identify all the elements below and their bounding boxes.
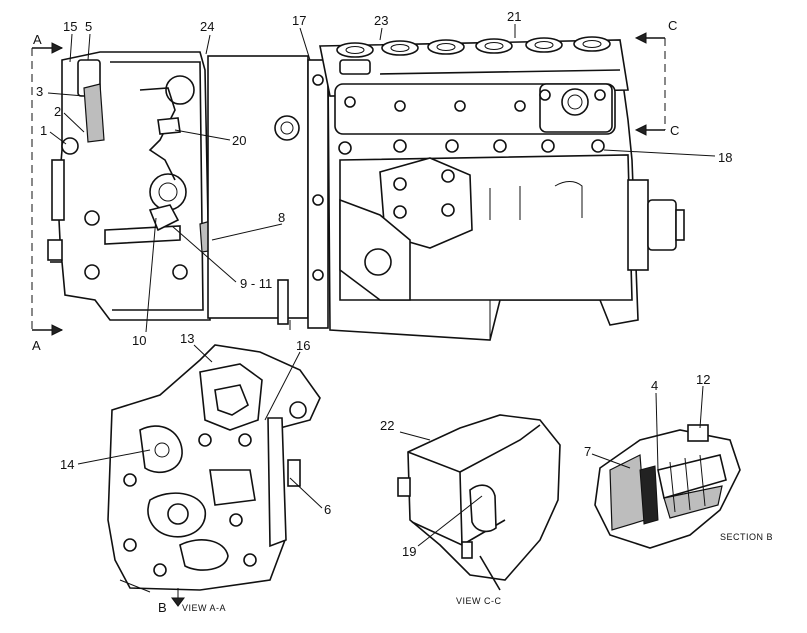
section-marker-labels: A A C C B [32,18,679,615]
section-marker-a-top: A [33,32,42,47]
callout-17: 17 [292,13,306,28]
callout-10: 10 [132,333,146,348]
callout-8: 8 [278,210,285,225]
section-b-illustration [594,424,741,549]
callout-20: 20 [232,133,246,148]
callout-5: 5 [85,19,92,34]
callout-21: 21 [507,9,521,24]
callout-3: 3 [36,84,43,99]
callout-15: 15 [63,19,77,34]
section-marker-c-bottom: C [670,123,679,138]
view-captions: VIEW A-A VIEW C-C SECTION B [182,532,773,613]
callout-labels: 15 5 3 2 1 24 17 23 21 20 8 9 - 11 10 18… [36,9,732,559]
callout-19: 19 [402,544,416,559]
view-aa-illustration [107,344,321,607]
main-pump-assembly [47,36,685,341]
callout-6: 6 [324,502,331,517]
delivery-valve-row [336,36,611,58]
callout-22: 22 [380,418,394,433]
caption-view-aa: VIEW A-A [182,603,226,613]
callout-24: 24 [200,19,214,34]
section-marker-b: B [158,600,167,615]
callout-7: 7 [584,444,591,459]
callout-2: 2 [54,104,61,119]
callout-23: 23 [374,13,388,28]
view-cc-illustration [397,414,561,591]
leader-lines [47,24,716,547]
section-cut-lines [31,32,666,336]
section-marker-c-top: C [668,18,677,33]
callout-12: 12 [696,372,710,387]
callout-18: 18 [718,150,732,165]
callout-13: 13 [180,331,194,346]
section-marker-a-bottom: A [32,338,41,353]
callout-1: 1 [40,123,47,138]
callout-9-11: 9 - 11 [240,276,272,291]
caption-view-cc: VIEW C-C [456,596,502,606]
callout-16: 16 [296,338,310,353]
callout-4: 4 [651,378,658,393]
caption-section-b: SECTION B [720,532,773,542]
callout-14: 14 [60,457,74,472]
